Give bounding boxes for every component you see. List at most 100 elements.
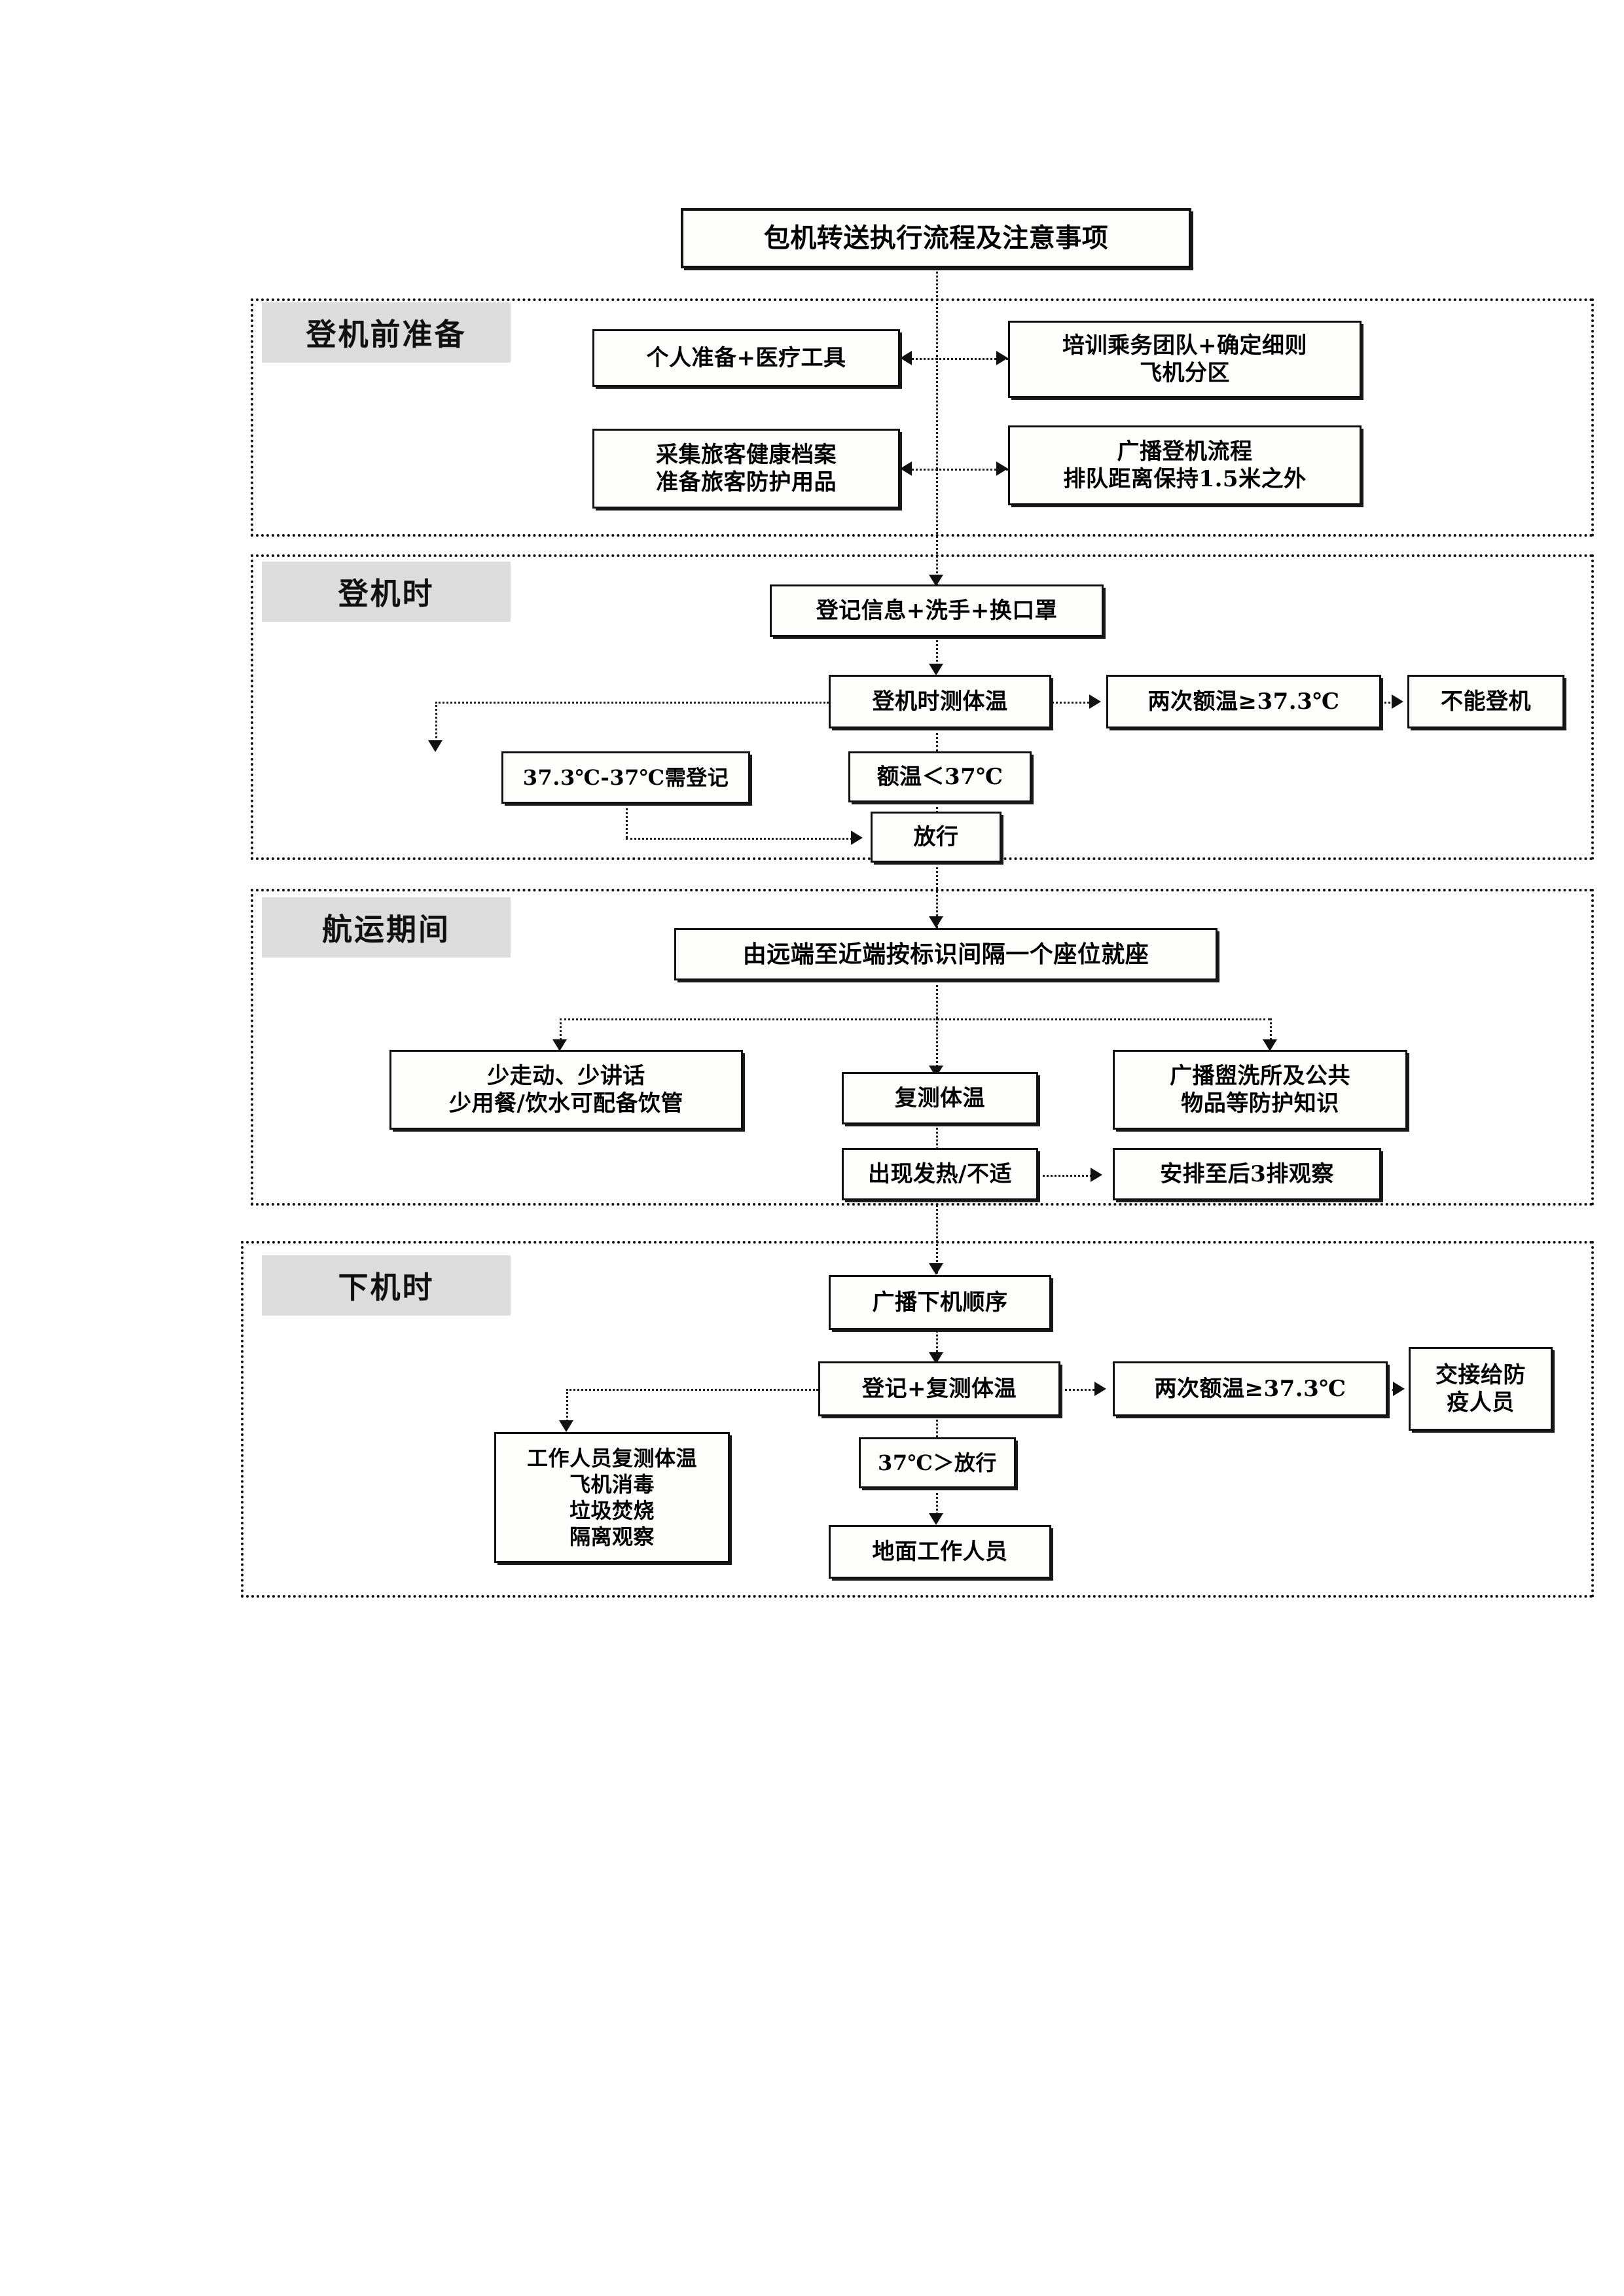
section-label-text: 航运期间 bbox=[322, 912, 450, 947]
node-personal-prep-text: 个人准备+医疗工具 bbox=[646, 344, 846, 371]
arrowhead-fan-right bbox=[1263, 1039, 1277, 1051]
node-seating-rule: 由远端至近端按标识间隔一个座位就座 bbox=[674, 928, 1218, 980]
arrowhead-range-to-pass bbox=[851, 831, 863, 845]
node-move-last-3-rows-text: 安排至后3排观察 bbox=[1160, 1160, 1334, 1187]
connector-register-to-twice-b bbox=[1060, 1389, 1098, 1391]
connector-register-to-staff-v bbox=[566, 1389, 568, 1429]
node-under-37-pass: 37℃＞放行 bbox=[859, 1437, 1016, 1488]
diagram-title-text: 包机转送执行流程及注意事项 bbox=[763, 223, 1109, 253]
arrowhead-prep-row2-left bbox=[900, 461, 912, 476]
node-collect-health: 采集旅客健康档案 准备旅客防护用品 bbox=[592, 429, 900, 509]
connector-spine-s1 bbox=[936, 298, 938, 357]
node-twice-over-373-b: 两次额温≥37.3℃ bbox=[1113, 1361, 1388, 1416]
connector-range-to-pass bbox=[626, 838, 856, 840]
node-ground-staff-text: 地面工作人员 bbox=[872, 1538, 1008, 1565]
node-cannot-board: 不能登机 bbox=[1407, 675, 1564, 728]
connector-spine-s1b bbox=[936, 358, 938, 469]
arrowhead-prep-row2-right bbox=[996, 461, 1008, 476]
node-allow-pass-text: 放行 bbox=[913, 823, 959, 850]
section-label-pre-boarding: 登机前准备 bbox=[262, 302, 511, 363]
node-move-last-3-rows: 安排至后3排观察 bbox=[1113, 1148, 1381, 1200]
section-in-flight bbox=[251, 889, 1594, 1206]
node-measure-temp-text: 登机时测体温 bbox=[872, 688, 1008, 715]
node-range-373-37: 37.3℃-37℃需登记 bbox=[501, 751, 750, 804]
node-personal-prep: 个人准备+医疗工具 bbox=[592, 329, 900, 387]
node-under-37-text: 额温＜37℃ bbox=[876, 763, 1003, 790]
node-broadcast-boarding-text: 广播登机流程 排队距离保持1.5米之外 bbox=[1063, 438, 1307, 493]
connector-seating-fan bbox=[560, 1018, 1270, 1020]
node-register-recheck: 登记+复测体温 bbox=[818, 1361, 1060, 1416]
connector-under37-to-pass bbox=[936, 802, 938, 813]
connector-spine-s1c bbox=[936, 469, 938, 586]
node-broadcast-deplane-text: 广播下机顺序 bbox=[872, 1289, 1008, 1316]
section-pre-boarding bbox=[251, 298, 1594, 537]
arrowhead-spine-into-s2 bbox=[929, 575, 943, 586]
section-label-boarding: 登机时 bbox=[262, 562, 511, 622]
section-label-in-flight: 航运期间 bbox=[262, 897, 511, 958]
node-under-37-pass-text: 37℃＞放行 bbox=[878, 1450, 997, 1475]
node-fever-discomfort: 出现发热/不适 bbox=[842, 1148, 1038, 1200]
arrowhead-measure-to-twice bbox=[1089, 694, 1101, 709]
node-range-373-37-text: 37.3℃-37℃需登记 bbox=[522, 765, 729, 790]
arrowhead-pass37-to-ground bbox=[929, 1513, 943, 1525]
arrowhead-reg-to-measure bbox=[929, 664, 943, 675]
node-allow-pass: 放行 bbox=[871, 812, 1001, 863]
node-ground-staff: 地面工作人员 bbox=[829, 1525, 1051, 1579]
connector-measure-to-twice bbox=[1051, 702, 1094, 704]
connector-reg-to-measure bbox=[936, 637, 938, 673]
node-handover-epidemic: 交接给防 疫人员 bbox=[1409, 1347, 1553, 1431]
node-train-crew-text: 培训乘务团队+确定细则 飞机分区 bbox=[1062, 332, 1307, 387]
node-twice-over-373-text: 两次额温≥37.3℃ bbox=[1147, 688, 1340, 715]
arrowhead-fan-left bbox=[552, 1039, 567, 1051]
node-staff-procedures: 工作人员复测体温 飞机消毒 垃圾焚烧 隔离观察 bbox=[494, 1432, 730, 1563]
node-register-wash-mask: 登记信息+洗手+换口罩 bbox=[770, 584, 1104, 637]
arrowhead-spine-into-s3 bbox=[929, 916, 943, 928]
node-less-move-talk-text: 少走动、少讲话 少用餐/饮水可配备饮管 bbox=[449, 1062, 683, 1117]
connector-twice-to-cannot bbox=[1381, 702, 1398, 704]
node-broadcast-boarding: 广播登机流程 排队距离保持1.5米之外 bbox=[1008, 425, 1362, 505]
node-recheck-temp: 复测体温 bbox=[842, 1072, 1038, 1124]
section-label-deplaning: 下机时 bbox=[262, 1255, 511, 1316]
arrowhead-spine-into-s4 bbox=[929, 1263, 943, 1275]
connector-fan-left bbox=[560, 1018, 562, 1048]
connector-measure-to-range-h bbox=[435, 702, 829, 704]
node-train-crew: 培训乘务团队+确定细则 飞机分区 bbox=[1008, 321, 1362, 398]
node-collect-health-text: 采集旅客健康档案 准备旅客防护用品 bbox=[656, 441, 837, 496]
node-cannot-board-text: 不能登机 bbox=[1441, 688, 1531, 715]
section-deplaning bbox=[241, 1241, 1594, 1598]
connector-fan-mid bbox=[936, 1018, 938, 1074]
node-measure-temp: 登机时测体温 bbox=[829, 675, 1051, 728]
connector-measure-to-under37 bbox=[936, 728, 938, 751]
arrowhead-to-staff bbox=[559, 1420, 573, 1432]
connector-recheck-to-fever bbox=[936, 1124, 938, 1149]
connector-register-to-pass37 bbox=[936, 1416, 938, 1437]
node-twice-over-373-b-text: 两次额温≥37.3℃ bbox=[1154, 1375, 1346, 1402]
node-under-37: 额温＜37℃ bbox=[848, 751, 1032, 802]
arrowhead-prep-row1-left bbox=[900, 351, 912, 365]
connector-range-down bbox=[626, 804, 628, 838]
node-register-wash-mask-text: 登记信息+洗手+换口罩 bbox=[816, 597, 1058, 624]
connector-prep-row2 bbox=[900, 469, 1008, 471]
connector-prep-row1 bbox=[900, 358, 1008, 360]
node-broadcast-lavatory-text: 广播盥洗所及公共 物品等防护知识 bbox=[1170, 1062, 1350, 1117]
connector-measure-to-range-v bbox=[435, 702, 437, 749]
connector-seating-down bbox=[936, 980, 938, 1018]
arrowhead-to-range bbox=[428, 740, 442, 752]
connector-fan-right bbox=[1270, 1018, 1272, 1048]
arrowhead-prep-row1-right bbox=[996, 351, 1008, 365]
node-fever-discomfort-text: 出现发热/不适 bbox=[868, 1160, 1012, 1187]
connector-register-to-staff-h bbox=[566, 1389, 818, 1391]
arrowhead-twice-to-cannot bbox=[1392, 694, 1403, 709]
section-label-text: 登机时 bbox=[338, 576, 435, 611]
node-seating-rule-text: 由远端至近端按标识间隔一个座位就座 bbox=[742, 940, 1149, 968]
connector-deplane-to-register bbox=[936, 1330, 938, 1361]
arrowhead-twice-b-to-handover bbox=[1393, 1382, 1405, 1396]
node-twice-over-373: 两次额温≥37.3℃ bbox=[1106, 675, 1381, 728]
section-label-text: 下机时 bbox=[338, 1270, 435, 1305]
node-broadcast-lavatory: 广播盥洗所及公共 物品等防护知识 bbox=[1113, 1050, 1407, 1130]
node-handover-epidemic-text: 交接给防 疫人员 bbox=[1435, 1361, 1526, 1416]
connector-spine-s2-out bbox=[936, 863, 938, 928]
node-less-move-talk: 少走动、少讲话 少用餐/饮水可配备饮管 bbox=[389, 1050, 743, 1130]
arrowhead-fever-to-rows bbox=[1091, 1168, 1102, 1182]
